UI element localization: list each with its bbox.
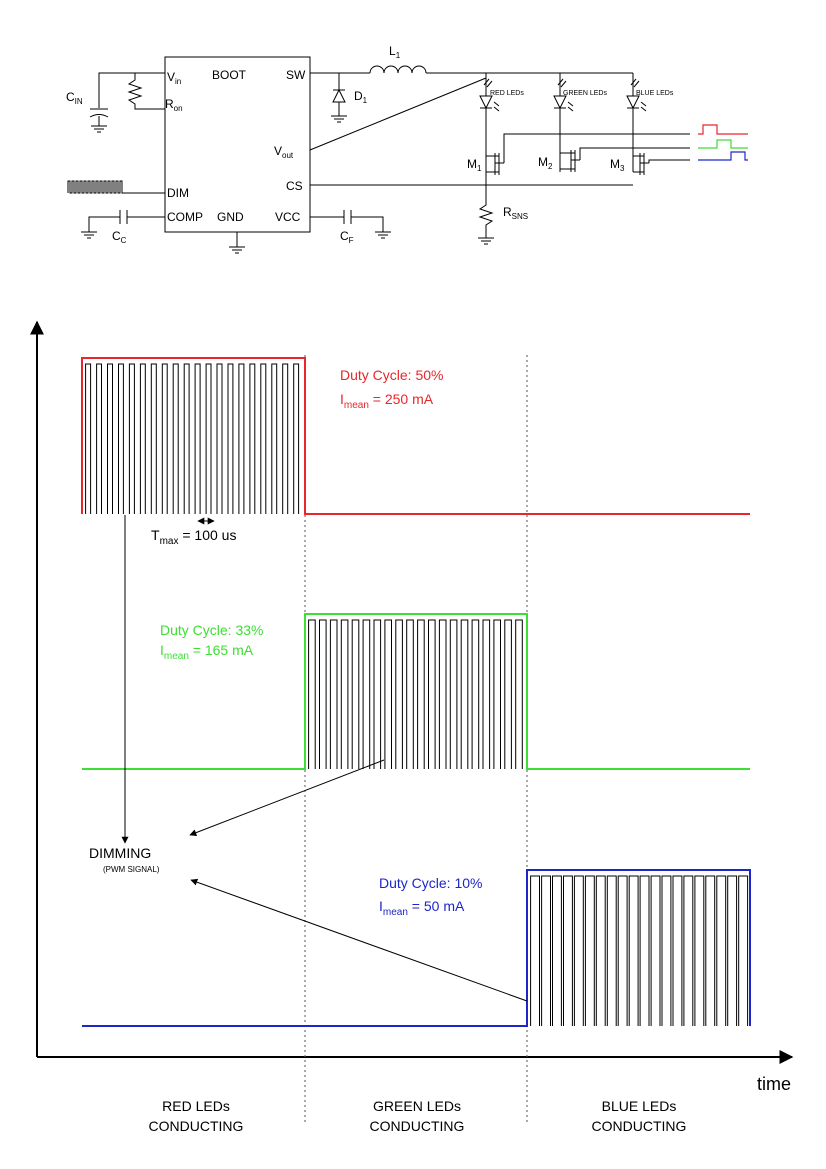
red-duty-cycle: Duty Cycle: 50% — [340, 367, 443, 383]
arrow-green-to-dimming — [189, 759, 385, 836]
red-pwm-pulses — [85, 363, 300, 514]
blue-imean-sub: mean — [383, 907, 408, 918]
pin-vcc-label: VCC — [275, 210, 301, 224]
green-imean-value: = 165 mA — [189, 642, 254, 658]
pin-comp-label: COMP — [167, 210, 203, 224]
red-gate-waveform — [698, 124, 748, 135]
svg-text:M2: M2 — [538, 155, 553, 171]
pin-vout-sub: out — [282, 151, 294, 160]
rsns-sub: SNS — [512, 212, 528, 221]
blue-pwm-pulses — [530, 875, 749, 1026]
red-pulse-train — [85, 363, 300, 514]
m2-label: M — [538, 155, 548, 169]
phase-blue-line2: CONDUCTING — [592, 1118, 687, 1134]
led-red-label: RED LEDs — [490, 90, 524, 97]
m1-sub: 1 — [477, 164, 482, 173]
inductor-l1 — [369, 65, 427, 74]
m3-label: M — [610, 157, 620, 171]
blue-imean-value: = 50 mA — [408, 898, 465, 914]
time-axis-label: time — [757, 1074, 791, 1094]
svg-text:Vout: Vout — [274, 144, 294, 160]
green-pwm-pulses — [308, 619, 523, 769]
pwm-signal-label: (PWM SIGNAL) — [103, 865, 160, 874]
pin-cs-label: CS — [286, 179, 303, 193]
svg-text:M3: M3 — [610, 157, 625, 173]
cin-sub: IN — [75, 97, 83, 106]
svg-text:RSNS: RSNS — [503, 205, 528, 221]
d1-label: D — [354, 89, 363, 103]
pin-sw-label: SW — [286, 68, 306, 82]
tmax-label: T — [151, 527, 160, 543]
driver-ic — [164, 56, 311, 233]
red-imean-sub: mean — [344, 400, 369, 411]
svg-text:Imean = 50 mA: Imean = 50 mA — [379, 898, 465, 918]
arrow-blue-to-dimming — [190, 878, 528, 1002]
green-pulse-train — [308, 619, 523, 769]
l1-sub: 1 — [396, 51, 401, 60]
svg-text:Imean = 165 mA: Imean = 165 mA — [160, 642, 254, 662]
pin-gnd-label: GND — [217, 210, 244, 224]
led-string-green — [553, 73, 574, 172]
phase-green-line2: CONDUCTING — [370, 1118, 465, 1134]
blue-pulse-train — [530, 875, 749, 1026]
tmax-sub: max — [160, 536, 179, 547]
led-green-label: GREEN LEDs — [563, 90, 607, 97]
svg-text:Imean = 250 mA: Imean = 250 mA — [340, 391, 434, 411]
blue-imean-label: I — [379, 898, 383, 914]
green-gate-waveform — [698, 139, 748, 149]
red-current-envelope — [81, 357, 750, 515]
svg-text:CC: CC — [112, 229, 127, 245]
tmax-value: = 100 us — [178, 527, 236, 543]
dim-pulse-train — [67, 180, 165, 194]
d1-sub: 1 — [363, 96, 368, 105]
cin-label: C — [66, 90, 75, 104]
svg-text:CF: CF — [340, 229, 354, 245]
cin-capacitor — [89, 108, 109, 133]
led-string-red — [479, 73, 500, 172]
svg-text:L1: L1 — [389, 44, 401, 60]
pin-dim-label: DIM — [167, 186, 189, 200]
blue-current-envelope — [82, 869, 751, 1027]
svg-text:Vin: Vin — [167, 70, 181, 86]
svg-text:Ron: Ron — [165, 97, 183, 113]
green-imean-label: I — [160, 642, 164, 658]
phase-red-line1: RED LEDs — [162, 1098, 230, 1114]
cc-label: C — [112, 229, 121, 243]
svg-text:Tmax = 100 us: Tmax = 100 us — [151, 527, 236, 547]
pin-boot-label: BOOT — [212, 68, 247, 82]
red-imean-value: = 250 mA — [369, 391, 434, 407]
led-blue-label: BLUE LEDs — [636, 90, 674, 97]
pin-vin-sub: in — [175, 77, 181, 86]
phase-red-line2: CONDUCTING — [149, 1118, 244, 1134]
pin-ron-label: R — [165, 97, 174, 111]
m3-sub: 3 — [620, 164, 625, 173]
pin-ron-sub: on — [174, 104, 183, 113]
led-string-blue — [626, 73, 647, 172]
cf-sub: F — [349, 236, 354, 245]
l1-label: L — [389, 44, 396, 58]
schematic: Vin Ron BOOT SW Vout CS DIM COMP GND VCC… — [66, 44, 748, 254]
red-imean-label: I — [340, 391, 344, 407]
svg-text:M1: M1 — [467, 157, 482, 173]
svg-text:D1: D1 — [354, 89, 368, 105]
dimming-label: DIMMING — [89, 845, 151, 861]
blue-gate-waveform — [698, 151, 748, 161]
blue-duty-cycle: Duty Cycle: 10% — [379, 875, 482, 891]
svg-text:CIN: CIN — [66, 90, 83, 106]
cf-label: C — [340, 229, 349, 243]
m1-label: M — [467, 157, 477, 171]
pin-vout-label: V — [274, 144, 282, 158]
green-duty-cycle: Duty Cycle: 33% — [160, 622, 263, 638]
green-imean-sub: mean — [164, 651, 189, 662]
cc-sub: C — [121, 236, 127, 245]
diode-d1 — [331, 73, 347, 123]
m2-sub: 2 — [548, 162, 553, 171]
timing-diagram: time Duty Cycle: 50% Imean = 250 mA Duty… — [30, 320, 794, 1134]
rsns-label: R — [503, 205, 512, 219]
phase-blue-line1: BLUE LEDs — [602, 1098, 677, 1114]
green-current-envelope — [82, 613, 750, 770]
pin-vin-label: V — [167, 70, 175, 84]
phase-green-line1: GREEN LEDs — [373, 1098, 461, 1114]
